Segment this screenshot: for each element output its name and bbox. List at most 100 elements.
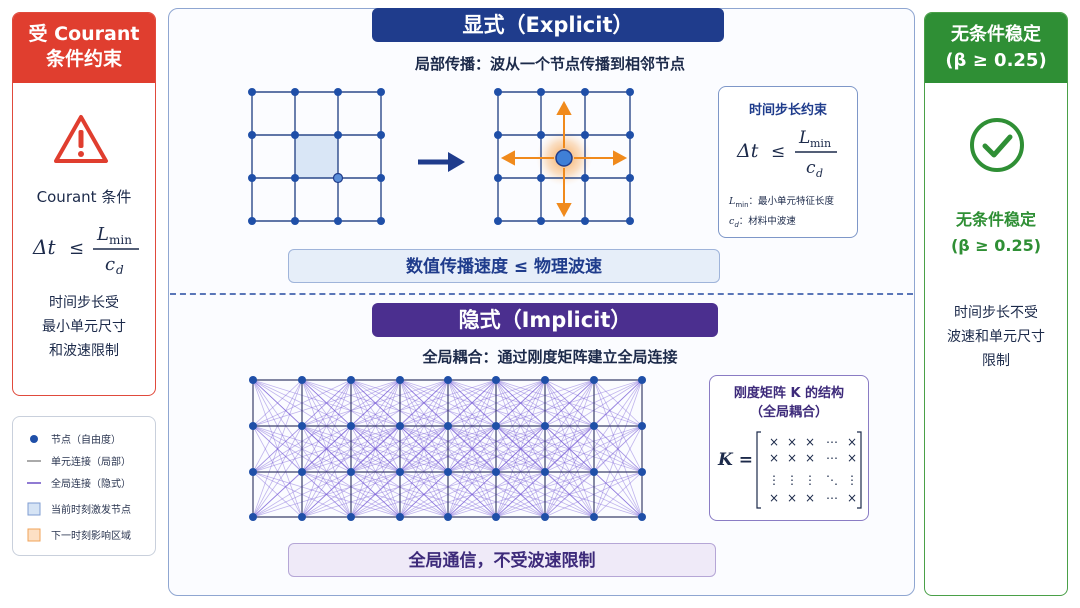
courant-condition-label: Courant 条件 xyxy=(36,188,132,206)
unconditional-panel: 无条件稳定 (β ≥ 0.25) 无条件稳定 (β ≥ 0.25) 时间步长不受… xyxy=(924,12,1068,596)
mesh-node xyxy=(377,217,385,225)
mesh-node xyxy=(494,131,502,139)
blue-square-icon xyxy=(27,502,41,515)
matrix-cell: ⋯ xyxy=(826,451,838,465)
global-connection xyxy=(495,379,643,518)
global-connection xyxy=(593,471,643,518)
global-connection xyxy=(447,379,595,518)
mesh-node xyxy=(537,174,545,182)
legend-item: 当前时刻激发节点 xyxy=(27,501,131,516)
global-connection xyxy=(447,425,595,473)
global-connection xyxy=(350,379,497,518)
global-connection xyxy=(447,471,497,518)
mesh-node xyxy=(249,513,257,521)
global-connection xyxy=(301,379,449,518)
mesh-node xyxy=(298,468,306,476)
global-connection xyxy=(495,379,643,518)
global-connection xyxy=(399,379,449,427)
matrix-cell: ⋮ xyxy=(786,473,798,487)
svg-text:L: L xyxy=(96,224,109,245)
mesh-node xyxy=(396,513,404,521)
section-divider xyxy=(170,293,913,295)
svg-text:≤: ≤ xyxy=(69,238,84,259)
global-connection xyxy=(447,379,497,427)
right-arrow-icon xyxy=(418,152,465,172)
mesh-node xyxy=(638,468,646,476)
global-connection xyxy=(252,379,303,427)
global-connection xyxy=(399,379,546,518)
global-connection xyxy=(252,379,303,518)
svg-text:L: L xyxy=(798,128,810,148)
mesh-node xyxy=(334,88,342,96)
mesh-node xyxy=(347,422,355,430)
global-connection xyxy=(252,379,303,427)
global-connection xyxy=(350,425,401,473)
mesh-node xyxy=(626,174,634,182)
mesh-node xyxy=(492,376,500,384)
left-mesh xyxy=(251,91,382,222)
global-connection xyxy=(350,471,401,518)
excited-cell xyxy=(294,134,339,179)
svg-text:d: d xyxy=(116,263,124,277)
global-connection xyxy=(495,471,546,518)
mesh-node xyxy=(590,422,598,430)
global-connection xyxy=(301,425,352,473)
global-connection xyxy=(252,379,401,518)
global-connection xyxy=(399,425,449,473)
mesh-node xyxy=(298,422,306,430)
global-connection xyxy=(544,471,595,518)
global-connection xyxy=(544,471,595,518)
svg-text:d: d xyxy=(816,167,823,179)
global-connection xyxy=(252,425,303,473)
timestep-constraint-box: 时间步长约束 Δt ≤ L min c d Lmin：最小单元特征长度 cd：材… xyxy=(718,86,858,238)
global-connection xyxy=(350,379,401,518)
global-connection xyxy=(350,471,497,518)
mesh-node xyxy=(492,422,500,430)
global-connection xyxy=(301,379,449,427)
global-connection xyxy=(399,425,449,473)
global-connection xyxy=(495,379,546,427)
mesh-node xyxy=(298,376,306,384)
mesh-node xyxy=(248,217,256,225)
global-connection xyxy=(495,379,546,518)
check-circle-icon xyxy=(970,118,1024,172)
mesh-node xyxy=(492,513,500,521)
global-connection xyxy=(593,425,643,473)
implicit-nodes xyxy=(249,376,646,521)
matrix-cell: × xyxy=(787,435,797,449)
global-connection xyxy=(350,379,497,427)
stiffness-matrix-title: 刚度矩阵 K 的结构 （全局耦合） xyxy=(733,386,845,420)
global-connection xyxy=(447,379,595,427)
mesh-node xyxy=(377,131,385,139)
global-connection xyxy=(495,425,643,473)
global-connection xyxy=(447,379,497,427)
stiffness-matrix: ×××⋯××××⋯×⋮⋮⋮⋱⋮×××⋯× xyxy=(756,431,862,509)
matrix-cell: × xyxy=(847,435,857,449)
timestep-title: 时间步长约束 xyxy=(748,103,827,118)
global-connection xyxy=(495,379,546,427)
global-connection xyxy=(350,379,401,427)
global-connection xyxy=(252,425,303,473)
explicit-subtitle: 局部传播：波从一个节点传播到相邻节点 xyxy=(414,55,685,73)
mesh-node xyxy=(291,174,299,182)
mesh-node xyxy=(396,468,404,476)
global-connection xyxy=(593,379,643,427)
global-connection xyxy=(301,379,352,518)
global-connection xyxy=(399,379,449,427)
propagation-arrows xyxy=(500,100,628,218)
mesh-node xyxy=(492,468,500,476)
global-connection xyxy=(593,379,643,518)
global-connection xyxy=(495,379,643,427)
excited-node-left xyxy=(332,172,344,184)
mesh-node xyxy=(444,376,452,384)
mesh-node xyxy=(494,88,502,96)
global-connection xyxy=(593,471,643,518)
global-connection xyxy=(593,379,643,427)
global-connection xyxy=(447,379,497,518)
global-connection xyxy=(350,379,497,427)
mesh-node xyxy=(638,422,646,430)
matrix-cell: × xyxy=(847,491,857,505)
global-connection xyxy=(350,471,497,518)
matrix-cell: ⋱ xyxy=(826,473,838,487)
legend-item: 全局连接（隐式） xyxy=(27,475,131,490)
